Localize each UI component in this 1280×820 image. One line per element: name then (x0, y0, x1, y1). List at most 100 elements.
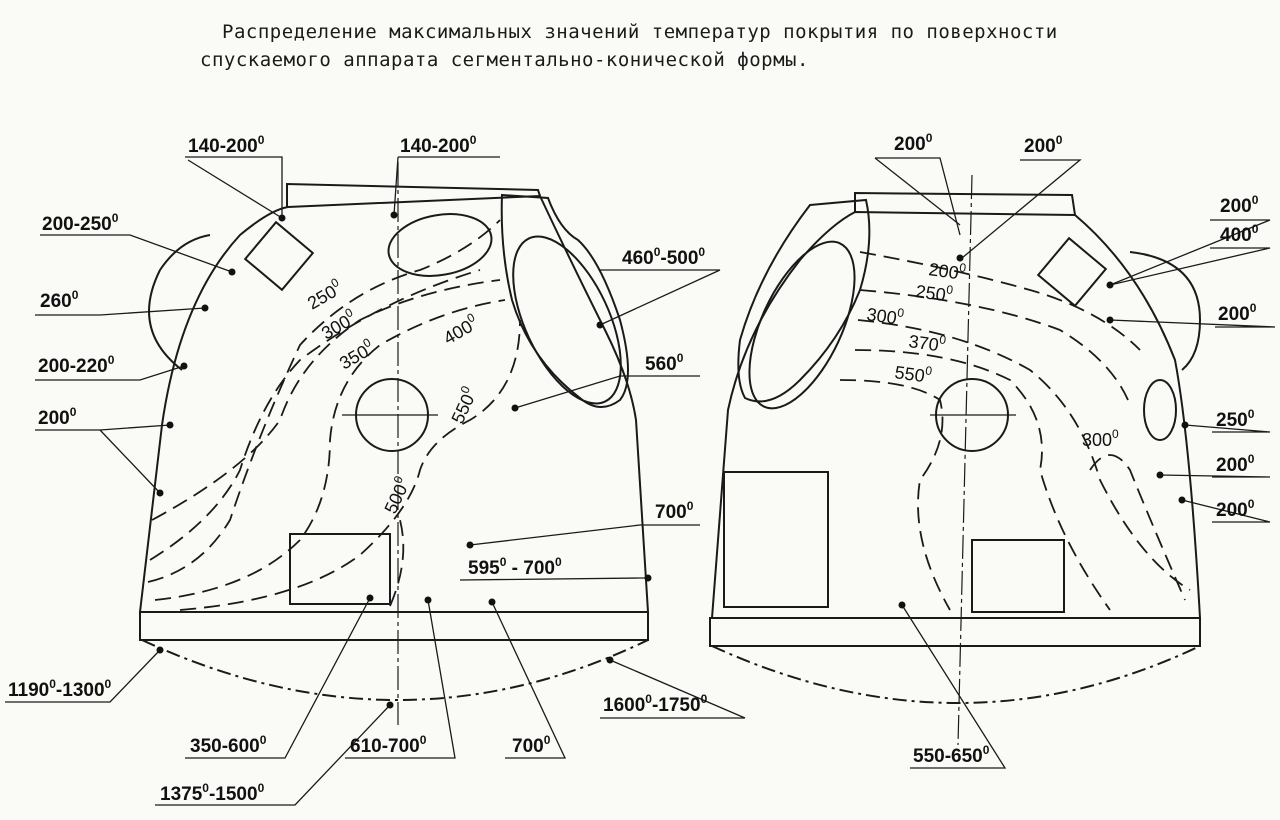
left-window-ellipse (387, 213, 493, 277)
leader-r5 (1109, 319, 1276, 328)
right-side-antenna-bulge (1129, 251, 1202, 371)
isotherm-label-r300: 3000 (865, 301, 905, 329)
leader-l16 (155, 704, 391, 806)
right-leaders (874, 157, 1276, 769)
right-measure-points (898, 254, 1189, 609)
left-isotherm-500 (389, 519, 405, 607)
leader-l11 (5, 649, 161, 703)
leader-r1 (875, 157, 961, 236)
right-shield-dome (711, 645, 1201, 704)
label-r6: 2500 (1216, 407, 1255, 431)
leader-l5 (35, 365, 185, 381)
leader-r1b (874, 157, 961, 226)
left-window-square (243, 220, 315, 292)
right-heat-shield-band (709, 617, 1201, 647)
leader-l13 (185, 597, 371, 759)
left-measure-points (156, 211, 652, 709)
label-l13: 350-6000 (190, 733, 267, 757)
right-hatch-rect-bottom (971, 539, 1065, 613)
left-isotherm-550 (179, 319, 521, 611)
title-line-2: спускаемого аппарата сегментально-кониче… (200, 49, 809, 71)
label-l8: 5600 (645, 351, 684, 375)
left-shield-dome (141, 639, 649, 701)
label-l3: 200-2500 (42, 211, 119, 235)
right-isotherm-250 (859, 289, 1129, 401)
label-l16: 13750-15000 (160, 781, 265, 805)
left-isotherm-350 (151, 279, 501, 521)
label-l4: 2600 (40, 288, 79, 312)
label-l14: 610-7000 (350, 733, 427, 757)
leader-r9 (901, 604, 1007, 769)
leader-l6b (99, 429, 161, 494)
right-isotherm-370 (854, 349, 1111, 611)
label-r4: 4000 (1220, 222, 1259, 246)
left-isotherm-300 (149, 269, 481, 561)
left-body-outline (138, 194, 650, 613)
leader-l4 (35, 307, 206, 316)
leader-l1 (185, 156, 283, 218)
isotherm-label-r300b: 3000 (1082, 427, 1119, 450)
right-parachute-hatch (748, 240, 856, 410)
isotherm-label-r250: 2500 (914, 278, 954, 306)
title-line-1: Распределение максимальных значений темп… (222, 21, 1058, 43)
right-labels: 2000 2000 2000 4000 2000 2500 2000 2000 … (865, 131, 1258, 767)
leader-r3 (1109, 219, 1271, 286)
label-l15: 7000 (512, 733, 551, 757)
right-top-hatch (854, 191, 1076, 216)
isotherm-label-550: 5500 (445, 383, 482, 426)
isotherm-label-250: 2500 (303, 275, 347, 313)
leader-l7 (599, 269, 721, 326)
label-r8: 2000 (1216, 497, 1255, 521)
label-r5: 2000 (1218, 301, 1257, 325)
right-isotherm-550 (839, 379, 951, 611)
leader-l1b (187, 159, 283, 219)
label-l6: 2000 (38, 405, 77, 429)
right-isotherm-300b (1089, 454, 1186, 601)
label-r3: 2000 (1220, 193, 1259, 217)
leader-l9 (469, 524, 700, 546)
right-porthole-small (1143, 379, 1177, 441)
leader-l2b (393, 156, 399, 216)
label-r7: 2000 (1216, 452, 1255, 476)
right-isotherms (839, 251, 1191, 611)
label-l5: 200-2200 (38, 353, 115, 377)
label-l1: 140-2000 (188, 133, 265, 157)
left-heat-shield-band (139, 611, 649, 641)
left-top-hatch (286, 182, 541, 207)
left-capsule-view (5, 156, 746, 806)
label-l12: 16000-17500 (603, 692, 708, 716)
isotherm-label-400: 4000 (439, 310, 483, 348)
label-l2: 140-2000 (400, 133, 477, 157)
label-r2: 2000 (1024, 133, 1063, 157)
leader-l12 (600, 659, 746, 719)
leader-r4 (1109, 247, 1271, 286)
leader-r8 (1181, 499, 1271, 523)
left-isotherms (147, 219, 521, 611)
leader-r6 (1184, 424, 1271, 433)
label-l11: 11900-13000 (8, 677, 112, 701)
isotherm-label-r550: 5500 (893, 359, 933, 387)
right-window-square (1036, 236, 1108, 308)
left-side-antenna-bulge (148, 234, 211, 371)
left-hatch-rect (289, 533, 391, 605)
left-labels: 140-2000 140-2000 200-2500 2600 200-2200… (8, 133, 708, 805)
diagram-title: Распределение максимальных значений темп… (200, 18, 1220, 74)
left-leaders (5, 156, 746, 806)
left-isotherm-250 (147, 219, 501, 583)
leader-l14 (345, 599, 456, 759)
left-isotherm-400 (154, 299, 506, 601)
label-l7: 4600-5000 (622, 245, 705, 269)
left-parachute-hatch (512, 235, 622, 405)
leader-r7 (1159, 474, 1271, 478)
right-parachute-container (737, 198, 871, 403)
left-parachute-container (500, 193, 629, 408)
label-r9: 550-6500 (913, 743, 990, 767)
right-isotherm-300 (857, 319, 1191, 591)
label-r1: 2000 (894, 131, 933, 155)
label-l9: 7000 (655, 499, 694, 523)
right-centerline-vertical (957, 174, 973, 746)
label-l10: 5950 - 7000 (468, 555, 562, 579)
isotherm-label-r200: 2000 (927, 256, 967, 284)
isotherm-label-500: 5000 (378, 473, 415, 516)
